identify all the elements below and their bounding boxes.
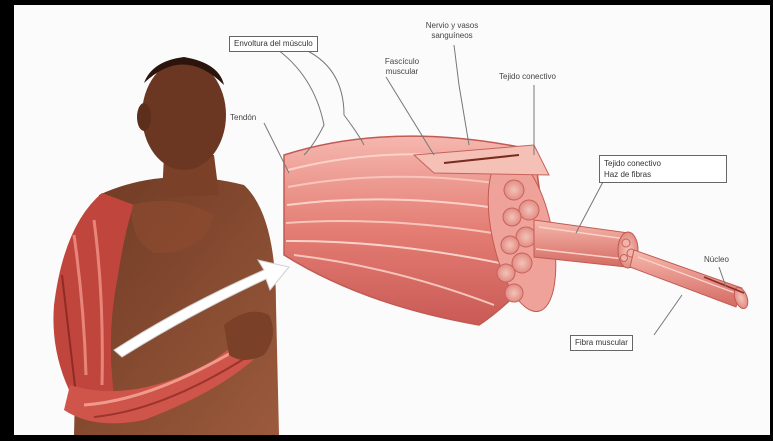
label-haz-fibras: Haz de fibras <box>604 170 651 179</box>
muscle-bundle <box>284 136 568 325</box>
label-tendon: Tendón <box>230 113 256 123</box>
diagram-canvas: Envoltura del músculo Nervio y vasos san… <box>14 5 770 435</box>
label-nervio-vasos: Nervio y vasos sanguíneos <box>412 21 492 41</box>
label-tejido-conectivo-2: Tejido conectivo <box>604 159 661 168</box>
label-fibra-muscular: Fibra muscular <box>570 335 633 351</box>
label-fasciculo: Fascículo muscular <box>377 57 427 77</box>
label-envoltura: Envoltura del músculo <box>229 36 318 52</box>
muscle-fiber <box>630 250 750 310</box>
label-tejido-conectivo: Tejido conectivo <box>499 72 556 82</box>
label-nucleo: Núcleo <box>704 255 729 265</box>
label-haz-fibras-box: Tejido conectivo Haz de fibras <box>599 155 727 183</box>
